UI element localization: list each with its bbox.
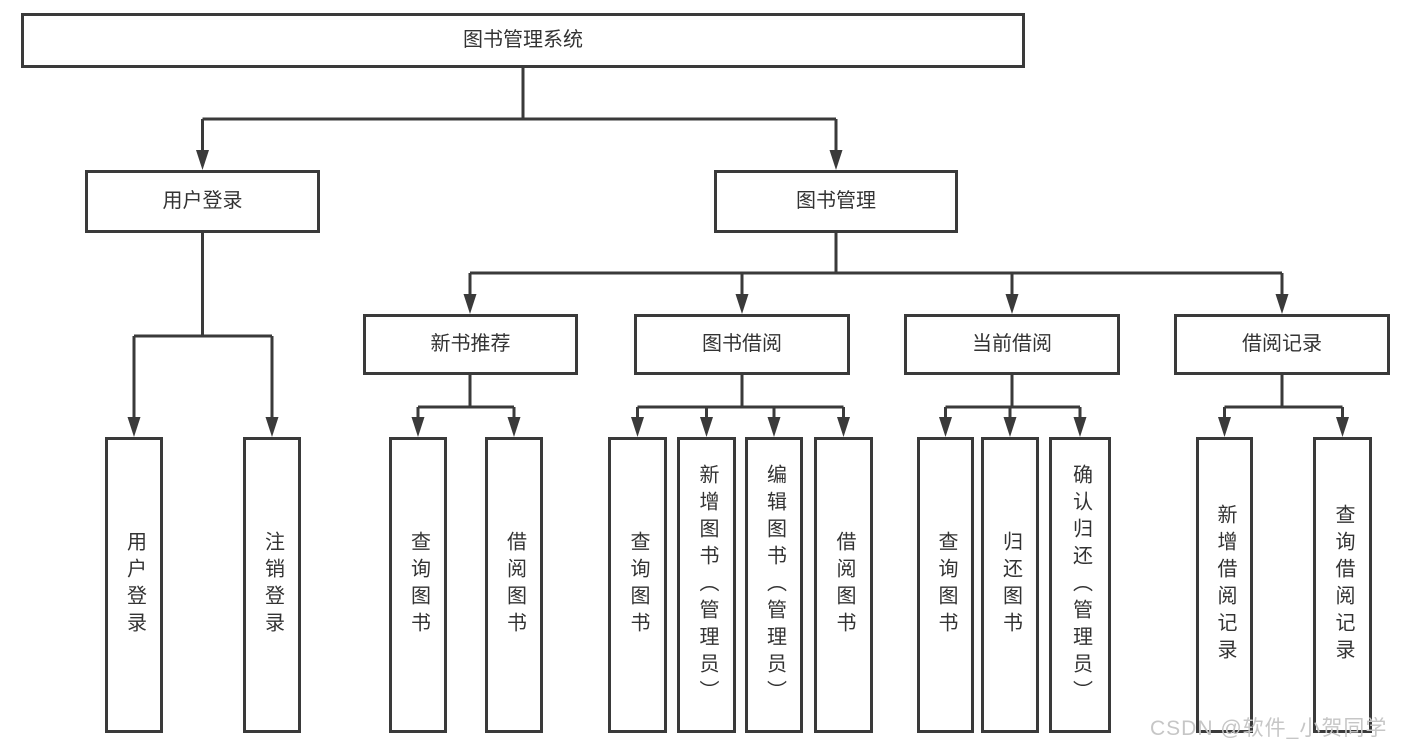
arrow-head	[767, 417, 781, 437]
arrow-heads	[127, 150, 1349, 437]
node-borrow-records: 借阅记录	[1174, 314, 1390, 375]
leaf-query-books-recommend: 查询图书	[389, 437, 447, 733]
leaf-user-login: 用户登录	[105, 437, 163, 733]
arrow-head	[1218, 417, 1231, 437]
leaf-add-borrow-record: 新增借阅记录	[1196, 437, 1253, 733]
arrow-head	[507, 417, 521, 437]
node-root: 图书管理系统	[21, 13, 1025, 68]
node-current-borrow: 当前借阅	[904, 314, 1120, 375]
arrow-head	[700, 417, 713, 437]
csdn-watermark: CSDN @软件_小贺同学	[1150, 717, 1388, 740]
node-book-management: 图书管理	[714, 170, 958, 233]
leaf-add-book-admin: 新增图书（管理员）	[677, 437, 736, 733]
connector-lines	[132, 68, 1344, 419]
leaf-query-books-borrow: 查询图书	[608, 437, 667, 733]
arrow-head	[196, 150, 209, 170]
arrow-head	[631, 417, 644, 437]
node-book-borrow: 图书借阅	[634, 314, 850, 375]
arrow-head	[411, 417, 425, 437]
node-user-login: 用户登录	[85, 170, 320, 233]
leaf-borrow-books-recommend: 借阅图书	[485, 437, 543, 733]
arrow-head	[127, 417, 141, 437]
leaf-logout: 注销登录	[243, 437, 301, 733]
arrow-head	[1005, 294, 1019, 314]
leaf-confirm-return-admin: 确认归还（管理员）	[1049, 437, 1111, 733]
arrow-head	[1336, 417, 1349, 437]
leaf-query-books-current: 查询图书	[917, 437, 974, 733]
leaf-borrow-books: 借阅图书	[814, 437, 873, 733]
arrow-head	[829, 150, 843, 170]
leaf-return-books: 归还图书	[981, 437, 1039, 733]
leaf-edit-book-admin: 编辑图书（管理员）	[745, 437, 803, 733]
arrow-head	[1275, 294, 1289, 314]
arrow-head	[265, 417, 279, 437]
arrow-head	[735, 294, 749, 314]
arrow-head	[1073, 417, 1087, 437]
leaf-query-borrow-record: 查询借阅记录	[1313, 437, 1372, 733]
arrow-head	[939, 417, 952, 437]
arrow-head	[1003, 417, 1017, 437]
arrow-head	[463, 294, 477, 314]
node-new-book-recommend: 新书推荐	[363, 314, 578, 375]
arrow-head	[837, 417, 850, 437]
